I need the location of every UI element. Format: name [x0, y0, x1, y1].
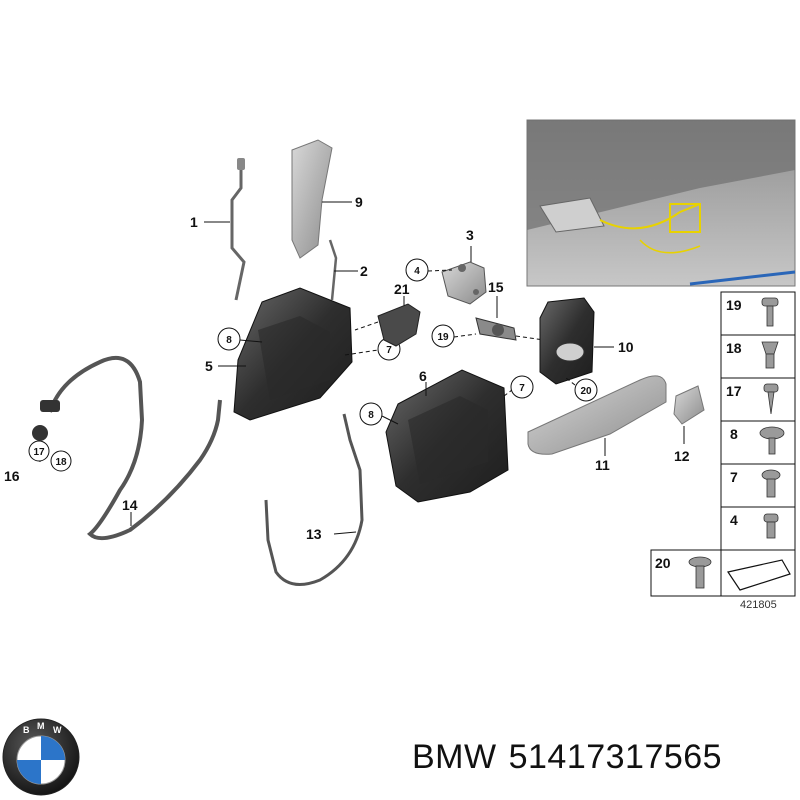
callout-8a: 8: [226, 335, 232, 346]
panel-item-18: 18: [726, 340, 742, 356]
callout-7a: 7: [386, 345, 392, 356]
callout-18: 18: [55, 457, 67, 468]
callout-7b-circle: [510, 375, 534, 399]
callout-20: 20: [580, 386, 592, 397]
part-6-lock-actuator: [385, 369, 509, 503]
part-16-grommet: [32, 425, 48, 441]
part-15-pin: [475, 317, 517, 341]
brand-name: BMW: [412, 738, 497, 776]
callout-20a-circle: [574, 378, 598, 402]
callout-1: 1: [190, 214, 198, 230]
panel-item-4: 4: [730, 512, 738, 528]
callout-4-circle: [405, 258, 429, 282]
fastener-panel: 19 18 17 8 7 4 20 421805: [650, 291, 796, 611]
part-2-rod: [328, 239, 338, 301]
callout-18-circle: [50, 450, 72, 472]
footer-part-info: BMW 51417317565: [412, 738, 734, 777]
callout-17-circle: [28, 440, 50, 462]
part-number: 51417317565: [508, 738, 723, 776]
panel-item-7: 7: [730, 469, 738, 485]
svg-text:M: M: [37, 721, 45, 731]
arrow-icon: [727, 559, 791, 591]
callout-2: 2: [360, 263, 368, 279]
callout-17: 17: [33, 447, 45, 458]
part-11-handle: [527, 375, 667, 455]
figure-code: 421805: [740, 599, 777, 611]
callout-15: 15: [488, 279, 504, 295]
callout-21: 21: [394, 281, 410, 297]
panel-item-8: 8: [730, 426, 738, 442]
callout-12: 12: [674, 448, 690, 464]
part-5-lock-actuator: [233, 287, 353, 421]
part-10-latch: [539, 297, 595, 385]
callout-8b-circle: [359, 402, 383, 426]
car-inset: [526, 119, 796, 287]
callout-3: 3: [466, 227, 474, 243]
part-13-cable: [264, 413, 364, 586]
callout-19: 19: [437, 332, 449, 343]
part-12-cap: [673, 385, 705, 425]
callout-13: 13: [306, 526, 322, 542]
part-3-striker: [441, 261, 487, 305]
panel-item-20: 20: [655, 555, 671, 571]
part-9-cover: [291, 139, 333, 259]
part-21-bracket: [377, 303, 421, 347]
svg-text:W: W: [53, 725, 62, 735]
part-14-cable: [40, 356, 222, 541]
callout-6: 6: [419, 368, 427, 384]
callout-8a-circle: [217, 327, 241, 351]
callout-5: 5: [205, 358, 213, 374]
callout-11: 11: [595, 457, 610, 473]
callout-19-circle: [431, 324, 455, 348]
callout-14: 14: [122, 497, 138, 513]
callout-4: 4: [414, 266, 420, 277]
panel-item-17: 17: [726, 383, 742, 399]
part-1-rod: [230, 158, 246, 301]
callout-7b: 7: [519, 383, 525, 394]
svg-text:B: B: [23, 725, 30, 735]
callout-16: 16: [4, 468, 20, 484]
panel-item-19: 19: [726, 297, 742, 313]
callout-10: 10: [618, 339, 634, 355]
callout-8b: 8: [368, 410, 374, 421]
bmw-roundel-icon: B M W: [2, 718, 80, 796]
callout-9: 9: [355, 194, 363, 210]
